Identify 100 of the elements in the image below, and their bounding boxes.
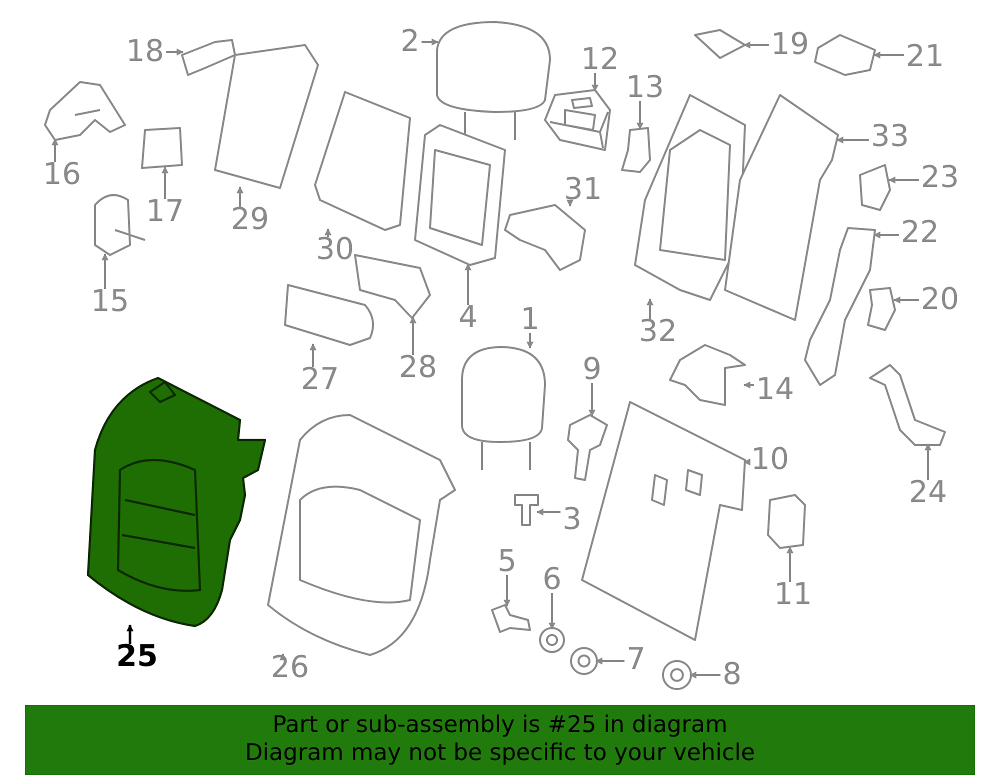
callout-number: 21 bbox=[906, 42, 944, 72]
leader-arrow bbox=[102, 253, 108, 289]
callout-number: 27 bbox=[300, 365, 340, 395]
callout-number: 24 bbox=[908, 478, 948, 508]
leader-arrow bbox=[924, 443, 932, 480]
leader-arrow bbox=[526, 333, 534, 349]
callout-number: 15 bbox=[90, 287, 130, 317]
leader-arrow bbox=[592, 73, 598, 92]
callout-number: 4 bbox=[458, 303, 478, 333]
latch-drawing bbox=[94, 194, 146, 256]
callout-number: 33 bbox=[870, 122, 910, 152]
trim-drawing bbox=[354, 254, 431, 319]
housing-drawing bbox=[544, 89, 611, 151]
bracket-drawing bbox=[867, 287, 896, 331]
leader-arrow bbox=[536, 508, 560, 516]
callout-number: 30 bbox=[316, 235, 354, 265]
washer-drawing bbox=[662, 660, 692, 690]
plate-drawing bbox=[141, 127, 183, 169]
bolt-drawing bbox=[514, 494, 539, 526]
leader-arrow bbox=[743, 458, 750, 466]
callout-number: 6 bbox=[542, 565, 562, 595]
leader-arrow bbox=[873, 52, 904, 58]
washer-drawing bbox=[570, 647, 598, 675]
callout-number: 26 bbox=[270, 653, 310, 683]
callout-number: 22 bbox=[900, 218, 940, 248]
clip-drawing bbox=[767, 494, 806, 549]
callout-number: 13 bbox=[626, 73, 664, 103]
bracket-drawing bbox=[567, 414, 608, 481]
callout-number: 8 bbox=[722, 660, 742, 690]
callout-number: 19 bbox=[770, 30, 810, 60]
callout-number: 5 bbox=[497, 547, 517, 577]
leader-arrow bbox=[786, 546, 794, 582]
callout-number: 14 bbox=[756, 375, 794, 405]
callout-number: 11 bbox=[774, 580, 812, 610]
armrest-drawing bbox=[284, 284, 374, 346]
callout-number: 10 bbox=[750, 445, 790, 475]
trim-drawing bbox=[869, 364, 946, 446]
callout-number: 17 bbox=[146, 197, 184, 227]
notice-banner bbox=[25, 705, 975, 775]
bolt-drawing bbox=[491, 604, 531, 633]
leader-arrow bbox=[464, 263, 472, 305]
nut-drawing bbox=[539, 627, 565, 653]
leader-arrow bbox=[873, 232, 899, 238]
leader-arrow bbox=[893, 296, 919, 304]
callout-number: 18 bbox=[126, 37, 164, 67]
frame-drawing bbox=[414, 124, 506, 266]
leader-arrow bbox=[310, 343, 316, 367]
callout-number: 3 bbox=[562, 505, 582, 535]
notice-text: Part or sub-assembly is #25 in diagram bbox=[272, 712, 728, 740]
leader-arrow bbox=[588, 383, 596, 417]
notice-text: Diagram may not be specific to your vehicle bbox=[244, 740, 756, 768]
leader-arrow bbox=[52, 138, 58, 162]
leader-arrow bbox=[636, 101, 644, 130]
callout-number: 23 bbox=[920, 163, 960, 193]
callout-number: 7 bbox=[626, 645, 646, 675]
latch-drawing bbox=[44, 81, 126, 141]
callout-number: 32 bbox=[638, 317, 678, 347]
leader-arrow bbox=[836, 136, 869, 144]
leader-arrow bbox=[162, 166, 168, 199]
callout-number: 29 bbox=[230, 205, 270, 235]
headrest-drawing bbox=[461, 346, 546, 471]
seat-cover-drawing bbox=[86, 376, 266, 628]
callout-number: 2 bbox=[400, 27, 420, 57]
bracket-drawing bbox=[859, 164, 891, 211]
leader-arrow bbox=[126, 624, 134, 644]
bracket-drawing bbox=[669, 344, 746, 406]
bezel-drawing bbox=[694, 29, 746, 59]
leader-arrow bbox=[566, 200, 574, 207]
leader-arrow bbox=[888, 176, 919, 184]
callout-number: 1 bbox=[520, 305, 540, 335]
callout-number: 9 bbox=[582, 355, 602, 385]
callout-number: 16 bbox=[42, 160, 82, 190]
leader-arrow bbox=[548, 593, 556, 630]
bracket-drawing bbox=[504, 204, 586, 271]
leader-arrow bbox=[646, 298, 654, 319]
leader-arrow bbox=[410, 316, 416, 355]
leader-arrow bbox=[166, 48, 184, 56]
seat-cover-drawing bbox=[267, 414, 456, 656]
leader-arrow bbox=[422, 38, 439, 46]
leader-arrow bbox=[280, 653, 286, 660]
panel-drawing bbox=[581, 401, 746, 641]
panel-drawing bbox=[214, 44, 319, 189]
leader-arrow bbox=[324, 228, 332, 237]
frame-drawing bbox=[314, 91, 411, 231]
bracket-drawing bbox=[181, 39, 236, 76]
panel-drawing bbox=[724, 94, 839, 321]
callout-number: 25 bbox=[116, 642, 158, 672]
callout-number: 28 bbox=[398, 353, 438, 383]
callout-number: 20 bbox=[920, 285, 960, 315]
leader-arrow bbox=[236, 186, 244, 207]
leader-arrow bbox=[595, 658, 624, 664]
headrest-drawing bbox=[436, 21, 551, 141]
leader-arrow bbox=[504, 575, 510, 607]
leader-arrow bbox=[743, 382, 754, 388]
callout-number: 12 bbox=[580, 45, 620, 75]
callout-number: 31 bbox=[564, 175, 602, 205]
bracket-drawing bbox=[621, 127, 651, 173]
leader-arrow bbox=[743, 42, 769, 48]
bezel-drawing bbox=[814, 34, 876, 76]
leader-arrow bbox=[689, 672, 720, 678]
